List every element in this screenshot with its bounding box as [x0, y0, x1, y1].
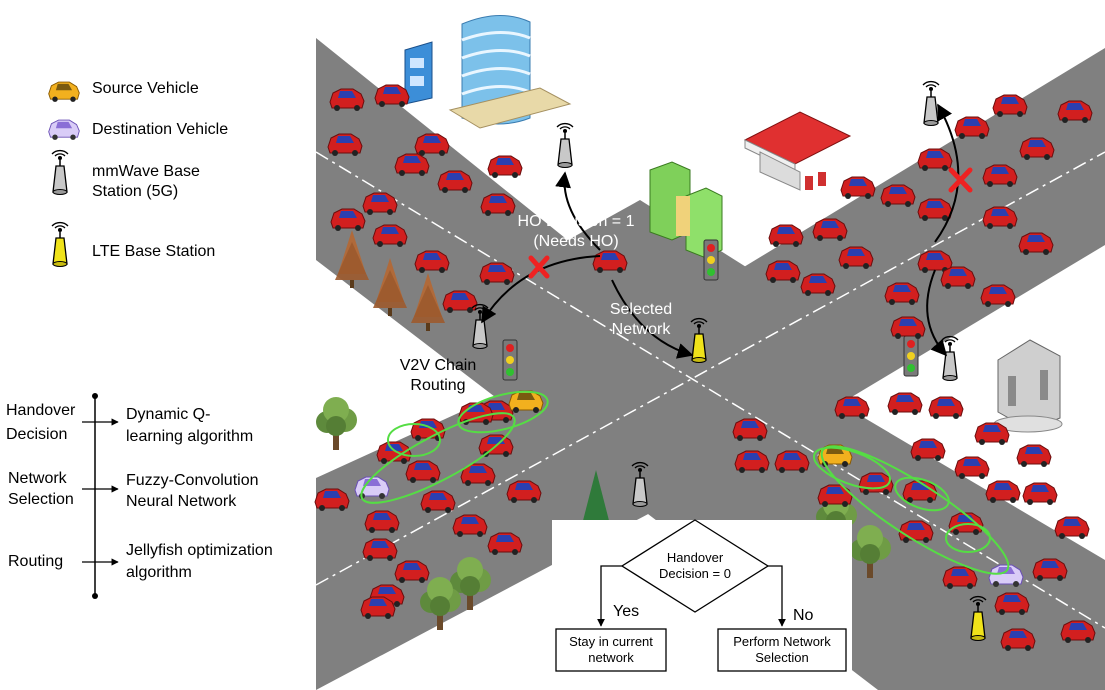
legend-mmwave-label-line2: Station (5G) [92, 183, 179, 200]
gas-station-building [743, 111, 852, 191]
destination-vehicle-left [354, 476, 390, 500]
road-center [460, 200, 830, 420]
legend-mmwave-label-line1: mmWave Base [92, 163, 200, 180]
method-dynamic-q-line2: learning algorithm [126, 428, 254, 445]
lane-marking-1 [315, 151, 1105, 629]
stay-label-line2: network [588, 650, 634, 665]
method-fuzzy-line1: Fuzzy-Convolution [126, 472, 259, 489]
stay-box [555, 628, 667, 672]
legend-lte-label: LTE Base Station [92, 243, 216, 260]
legend-source-vehicle-label: Source Vehicle [92, 80, 199, 97]
no-branch-line [768, 565, 786, 627]
task-handover-line2: Decision [6, 426, 68, 443]
task-routing: Routing [8, 553, 64, 570]
office-tower-building [404, 14, 572, 129]
mmwave-base-station-4 [941, 335, 959, 382]
traffic-light-1 [703, 239, 719, 281]
stay-label-line1: Stay in current [569, 634, 653, 649]
decision-diamond [620, 519, 770, 613]
mapping-bottom-dot [92, 593, 98, 599]
perform-box [717, 628, 847, 672]
decision-label-line2: Decision = 0 [659, 566, 731, 581]
perform-label-line2: Selection [755, 650, 809, 665]
method-jellyfish-line1: Jellyfish optimization [126, 542, 273, 559]
method-dynamic-q-line1: Dynamic Q- [126, 406, 211, 423]
decision-label-line1: Handover [666, 550, 724, 565]
mmwave-base-station-1 [556, 122, 574, 169]
v2v-routing-label-line1: V2V Chain [399, 357, 477, 374]
legend-source-vehicle-icon [48, 81, 80, 103]
mmwave-base-station-3 [922, 80, 940, 127]
legend-lte-icon [51, 221, 69, 268]
traffic-light-3 [903, 335, 919, 377]
legend-mmwave-icon [51, 149, 69, 196]
lane-marking-2 [315, 151, 1105, 586]
traffic-light-2 [502, 339, 518, 381]
legend-destination-vehicle-icon [48, 119, 80, 141]
link-to-lte-selected [611, 279, 694, 359]
link-to-mmwave-1 [555, 171, 601, 251]
perform-label-line1: Perform Network [733, 634, 831, 649]
v2v-chain-right [813, 445, 1010, 575]
mapping-top-dot [92, 393, 98, 399]
yes-branch-line [597, 565, 622, 627]
ho-decision-label-line2: (Needs HO) [533, 233, 619, 250]
link-right-lower [926, 269, 948, 357]
ho-decision-label-line1: HO Decision = 1 [517, 213, 635, 230]
task-network-selection-line2: Selection [8, 491, 74, 508]
yes-label: Yes [613, 603, 640, 620]
method-jellyfish-line2: algorithm [126, 564, 192, 581]
destination-vehicle-right [988, 564, 1024, 588]
v2v-chain-left [360, 390, 549, 504]
method-fuzzy-line2: Neural Network [126, 493, 237, 510]
selected-network-label-line2: Network [611, 321, 671, 338]
no-label: No [793, 607, 814, 624]
task-network-selection-line1: Network [8, 470, 67, 487]
failure-mark-right [948, 167, 973, 193]
legend-destination-vehicle-label: Destination Vehicle [92, 121, 229, 138]
task-handover-line1: Handover [6, 402, 76, 419]
green-tree-1 [316, 397, 357, 450]
v2v-routing-label-line2: Routing [410, 377, 466, 394]
selected-network-label-line1: Selected [609, 301, 673, 318]
failure-mark-left [528, 255, 550, 279]
source-vehicle-left [508, 390, 544, 414]
grey-office-building [993, 339, 1063, 433]
